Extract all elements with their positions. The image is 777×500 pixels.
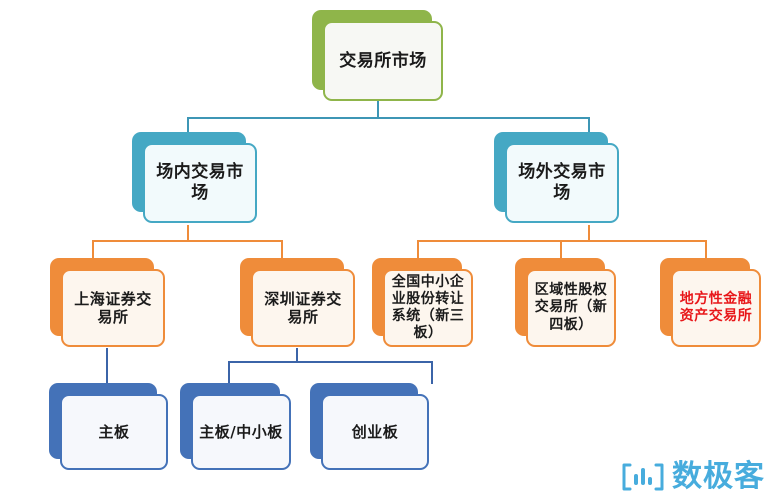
node-root-card: 交易所市场	[323, 21, 443, 101]
node-otc-traded[interactable]: 场外交易市场	[494, 132, 619, 223]
connector-exchange-traded-bus	[92, 240, 283, 242]
node-szse[interactable]: 深圳证券交易所	[240, 258, 355, 347]
node-exchange-traded-card: 场内交易市场	[143, 143, 257, 223]
connector-exchange-traded-to-sse	[92, 240, 94, 260]
node-root-label: 交易所市场	[339, 50, 427, 71]
bar-chart-bracket-icon	[622, 463, 664, 491]
node-otc-traded-card: 场外交易市场	[505, 143, 619, 223]
connector-root-to-otc-traded	[588, 117, 590, 139]
node-sse-main-board-card: 主板	[60, 394, 168, 470]
connector-otc-traded-to-neeq	[417, 240, 419, 260]
node-local-financial-assets-label: 地方性金融资产交易所	[679, 290, 753, 324]
node-sse-main-board[interactable]: 主板	[49, 383, 168, 470]
node-exchange-traded-label: 场内交易市场	[156, 162, 244, 203]
node-exchange-traded[interactable]: 场内交易市场	[132, 132, 257, 223]
node-otc-traded-label: 场外交易市场	[518, 162, 606, 203]
node-szse-chinext-card: 创业板	[321, 394, 429, 470]
node-sse-card: 上海证券交易所	[61, 269, 165, 347]
connector-otc-traded-bus	[417, 240, 707, 242]
connector-otc-traded-to-local-financial-assets	[705, 240, 707, 260]
connector-sse-to-main-board	[106, 348, 108, 384]
node-szse-main-sme-board-label: 主板/中小板	[199, 422, 283, 441]
connector-exchange-traded-stem	[187, 225, 189, 241]
connector-root-bus	[187, 117, 589, 119]
node-szse-card: 深圳证券交易所	[251, 269, 355, 347]
node-szse-main-sme-board[interactable]: 主板/中小板	[180, 383, 291, 470]
connector-root-stem	[377, 100, 379, 118]
node-szse-main-sme-board-card: 主板/中小板	[191, 394, 291, 470]
watermark-text: 数极客	[672, 459, 765, 494]
connector-otc-traded-stem	[588, 225, 590, 241]
node-regional-equity-card: 区域性股权交易所（新四板）	[526, 269, 616, 347]
node-root[interactable]: 交易所市场	[312, 10, 443, 101]
node-neeq-label: 全国中小企业股份转让系统（新三板）	[391, 273, 465, 342]
connector-szse-stem	[296, 348, 298, 362]
connector-root-to-exchange-traded	[187, 117, 189, 139]
watermark: 数极客	[621, 462, 765, 492]
connector-exchange-traded-to-szse	[281, 240, 283, 260]
node-neeq-card: 全国中小企业股份转让系统（新三板）	[383, 269, 473, 347]
node-szse-label: 深圳证券交易所	[264, 289, 342, 326]
node-sse-label: 上海证券交易所	[74, 289, 152, 326]
node-regional-equity[interactable]: 区域性股权交易所（新四板）	[515, 258, 616, 347]
connector-szse-to-main-sme-board	[228, 361, 230, 384]
node-szse-chinext-label: 创业板	[351, 422, 399, 441]
connector-szse-to-chinext	[431, 361, 433, 384]
node-local-financial-assets[interactable]: 地方性金融资产交易所	[660, 258, 761, 347]
node-neeq[interactable]: 全国中小企业股份转让系统（新三板）	[372, 258, 473, 347]
node-local-financial-assets-card: 地方性金融资产交易所	[671, 269, 761, 347]
node-regional-equity-label: 区域性股权交易所（新四板）	[534, 282, 608, 333]
connector-szse-bus	[228, 361, 433, 363]
node-sse[interactable]: 上海证券交易所	[50, 258, 165, 347]
node-sse-main-board-label: 主板	[98, 422, 130, 441]
node-szse-chinext[interactable]: 创业板	[310, 383, 429, 470]
connector-otc-traded-to-regional-equity	[560, 240, 562, 260]
